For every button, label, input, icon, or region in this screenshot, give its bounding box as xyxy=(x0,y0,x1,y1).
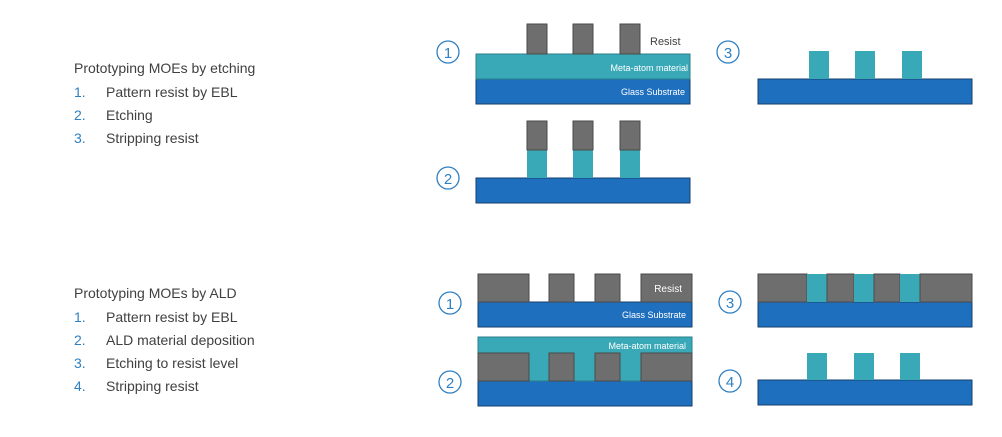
step-text: Stripping resist xyxy=(106,378,199,394)
step-circle-icon xyxy=(718,369,742,393)
meta-atom-material-label: Meta-atom material xyxy=(610,63,688,73)
step-number: 2. xyxy=(74,332,86,348)
glass-substrate-layer xyxy=(475,177,691,204)
etching-steps-list: 1. Pattern resist by EBL 2. Etching 3. Stri… xyxy=(74,81,255,150)
glass-substrate-layer xyxy=(477,380,693,407)
resist-label: Resist xyxy=(650,36,681,48)
step-text: Etching to resist level xyxy=(106,355,239,371)
resist-pillar xyxy=(619,23,641,55)
resist-block xyxy=(548,352,575,382)
glass-substrate-layer xyxy=(757,78,973,105)
step-text: Stripping resist xyxy=(106,130,199,146)
glass-substrate-layer xyxy=(475,78,691,105)
ald-panel-title: Prototyping MOEs by ALD xyxy=(74,285,237,301)
resist-block xyxy=(477,352,530,382)
resist-pillar xyxy=(572,23,594,55)
meta-atom-material-label: Meta-atom material xyxy=(608,341,686,351)
step-circle-icon xyxy=(718,290,742,314)
ald-step-2-diagram: Meta-atom material 2 xyxy=(438,336,693,407)
meta-atom-pillar xyxy=(900,274,920,302)
etching-process-panel: Prototyping MOEs by etching 1. Pattern re… xyxy=(74,60,255,150)
glass-substrate-label: Glass Substrate xyxy=(622,310,686,320)
glass-substrate-layer xyxy=(757,379,973,406)
step-circle-icon xyxy=(436,166,460,190)
step-circle-icon xyxy=(716,40,740,64)
step-number: 1. xyxy=(74,309,86,325)
resist-block xyxy=(548,273,575,303)
step-text: Pattern resist by EBL xyxy=(106,84,238,100)
ald-step-2: 2. ALD material deposition xyxy=(74,329,255,352)
meta-atom-pillar xyxy=(854,353,874,380)
ald-step-3-diagram: 3 xyxy=(718,273,973,328)
step-marker: 3 xyxy=(726,295,734,312)
step-marker: 1 xyxy=(444,45,452,62)
resist-label: Resist xyxy=(654,284,682,295)
step-circle-icon xyxy=(438,370,462,394)
resist-block xyxy=(594,273,621,303)
etching-step-2: 2. Etching xyxy=(74,104,255,127)
step-text: Pattern resist by EBL xyxy=(106,309,238,325)
ald-step-3: 3. Etching to resist level xyxy=(74,352,255,375)
step-number: 3. xyxy=(74,130,86,146)
ald-step-4: 4. Stripping resist xyxy=(74,375,255,398)
meta-atom-pillar xyxy=(527,150,547,178)
step-text: ALD material deposition xyxy=(106,332,255,348)
resist-block xyxy=(640,352,693,382)
step-circle-icon xyxy=(438,291,462,315)
glass-substrate-layer xyxy=(477,301,693,328)
step-number: 1. xyxy=(74,84,86,100)
meta-atom-pillar xyxy=(809,51,829,79)
resist-block xyxy=(919,273,973,303)
etching-step-1-diagram: Resist Meta-atom material Glass Substrat… xyxy=(436,23,691,105)
etching-panel-title: Prototyping MOEs by etching xyxy=(74,60,256,76)
glass-substrate-label: Glass Substrate xyxy=(621,87,685,97)
step-marker: 2 xyxy=(446,375,454,392)
step-number: 3. xyxy=(74,355,86,371)
step-marker: 3 xyxy=(724,45,732,62)
ald-step-1: 1. Pattern resist by EBL xyxy=(74,306,255,329)
ald-steps-list: 1. Pattern resist by EBL 2. ALD material d… xyxy=(74,306,255,398)
meta-atom-pillar xyxy=(900,353,920,380)
ald-process-panel: Prototyping MOEs by ALD 1. Pattern resist… xyxy=(74,285,255,398)
step-marker: 1 xyxy=(446,296,454,313)
etching-step-3: 3. Stripping resist xyxy=(74,127,255,150)
resist-pillar xyxy=(619,120,641,151)
meta-atom-pillar xyxy=(854,274,874,302)
step-circle-icon xyxy=(436,40,460,64)
resist-block xyxy=(826,273,855,303)
step-marker: 2 xyxy=(444,171,452,188)
resist-pillar xyxy=(572,120,594,151)
meta-atom-layer xyxy=(475,53,691,80)
step-number: 4. xyxy=(74,378,86,394)
meta-atom-pillar xyxy=(573,150,593,178)
resist-block xyxy=(757,273,808,303)
ald-step-1-diagram: Resist Glass Substrate 1 xyxy=(438,273,693,328)
resist-block xyxy=(873,273,901,303)
meta-atom-pillar xyxy=(902,51,922,79)
resist-block xyxy=(477,273,530,303)
etching-step-3-diagram: 3 xyxy=(716,40,973,105)
meta-atom-pillar xyxy=(807,274,827,302)
etching-step-1: 1. Pattern resist by EBL xyxy=(74,81,255,104)
etching-step-2-diagram: 2 xyxy=(436,120,691,204)
step-number: 2. xyxy=(74,107,86,123)
step-text: Etching xyxy=(106,107,153,123)
resist-pillar xyxy=(526,23,548,55)
meta-atom-pillar xyxy=(855,51,875,79)
resist-block xyxy=(640,273,693,303)
step-marker: 4 xyxy=(726,374,734,391)
resist-pillar xyxy=(526,120,548,151)
meta-atom-pillar xyxy=(620,150,640,178)
meta-atom-pillar xyxy=(807,353,827,380)
resist-block xyxy=(594,352,621,382)
ald-step-4-diagram: 4 xyxy=(718,353,973,406)
glass-substrate-layer xyxy=(757,301,973,328)
